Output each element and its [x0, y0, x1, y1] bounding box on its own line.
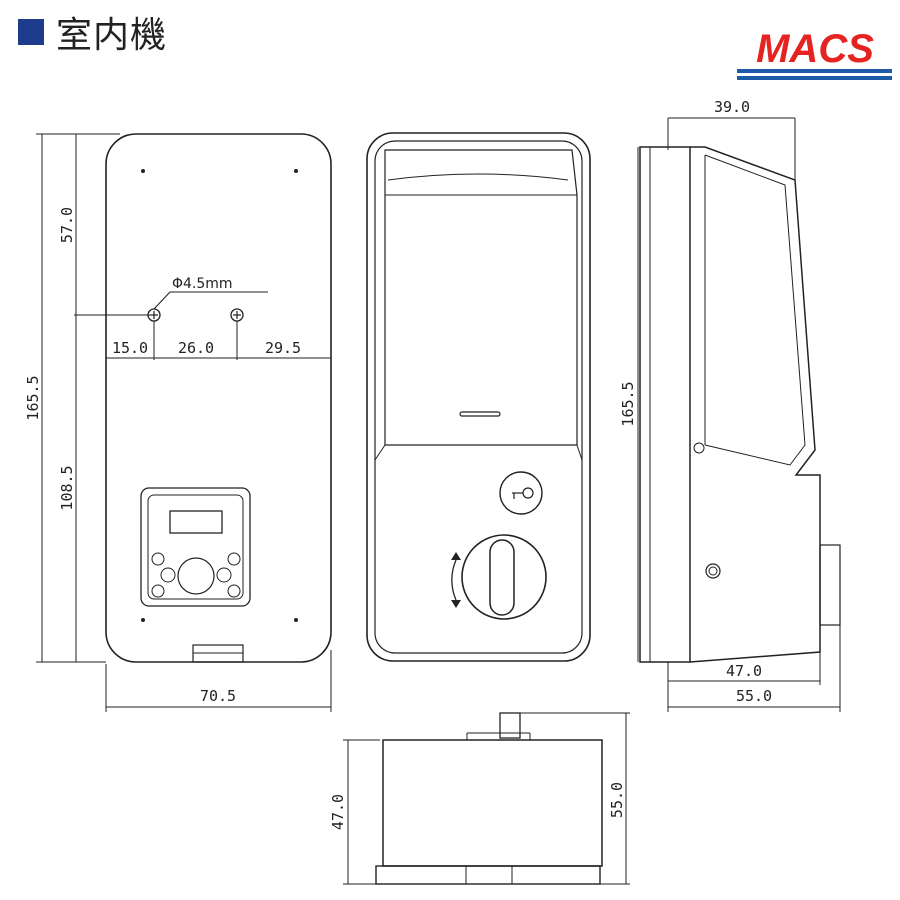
key-icon — [499, 471, 543, 515]
back-plate-outline — [105, 133, 332, 663]
dim-hole-spacing: 26.0 — [178, 339, 214, 357]
bottom-body — [382, 739, 603, 867]
dim-width: 70.5 — [200, 687, 236, 705]
section-title-text: 室内機 — [56, 15, 168, 56]
screw-dot — [294, 618, 298, 622]
screw-dot — [141, 169, 145, 173]
side-screw — [705, 563, 721, 579]
connector-slot — [169, 510, 223, 534]
front-view: Φ4.5mm 15.0 26.0 29.5 165.5 57.0 108.5 — [24, 133, 332, 712]
connector-center-hole — [177, 557, 215, 595]
screw-dot — [294, 169, 298, 173]
rear-view — [366, 132, 591, 662]
dim-top-depth: 39.0 — [714, 98, 750, 116]
dim-left-offset: 15.0 — [112, 339, 148, 357]
connector-pad — [140, 487, 251, 607]
dim-total-depth: 55.0 — [736, 687, 772, 705]
macs-logo: MACS — [737, 27, 892, 80]
rear-outline — [366, 132, 591, 662]
title-square-icon — [18, 19, 44, 45]
side-knob-stub — [819, 544, 841, 626]
bottom-knob-stub — [499, 712, 521, 739]
dim-top: 57.0 — [58, 207, 76, 243]
dim-total-height: 165.5 — [24, 375, 42, 420]
connector-pad-inner — [147, 494, 244, 600]
thumb-turn-knob-icon — [451, 534, 547, 620]
dim-bottom: 108.5 — [58, 465, 76, 510]
dim-bottom-total-height: 55.0 — [608, 782, 626, 818]
side-base-plate — [639, 146, 691, 663]
display-window — [384, 149, 578, 446]
dim-side-height: 165.5 — [619, 381, 637, 426]
bottom-base-plate — [375, 865, 601, 885]
section-title: 室内機 — [18, 10, 167, 56]
dim-base-depth: 47.0 — [726, 662, 762, 680]
logo-stripe — [737, 69, 892, 73]
logo-text: MACS — [756, 27, 874, 71]
side-body — [689, 146, 821, 663]
logo-stripe — [737, 76, 892, 80]
rear-rim — [374, 140, 583, 654]
hole-diameter-label: Φ4.5mm — [172, 276, 233, 292]
dim-bottom-body-height: 47.0 — [329, 794, 347, 830]
screw-dot — [141, 618, 145, 622]
mounting-hole-icon — [230, 308, 244, 322]
indicator-slot — [459, 411, 501, 417]
dim-right-offset: 29.5 — [265, 339, 301, 357]
side-view: 39.0 165.5 47.0 55.0 — [619, 98, 841, 712]
bottom-view: 47.0 55.0 — [329, 712, 630, 885]
